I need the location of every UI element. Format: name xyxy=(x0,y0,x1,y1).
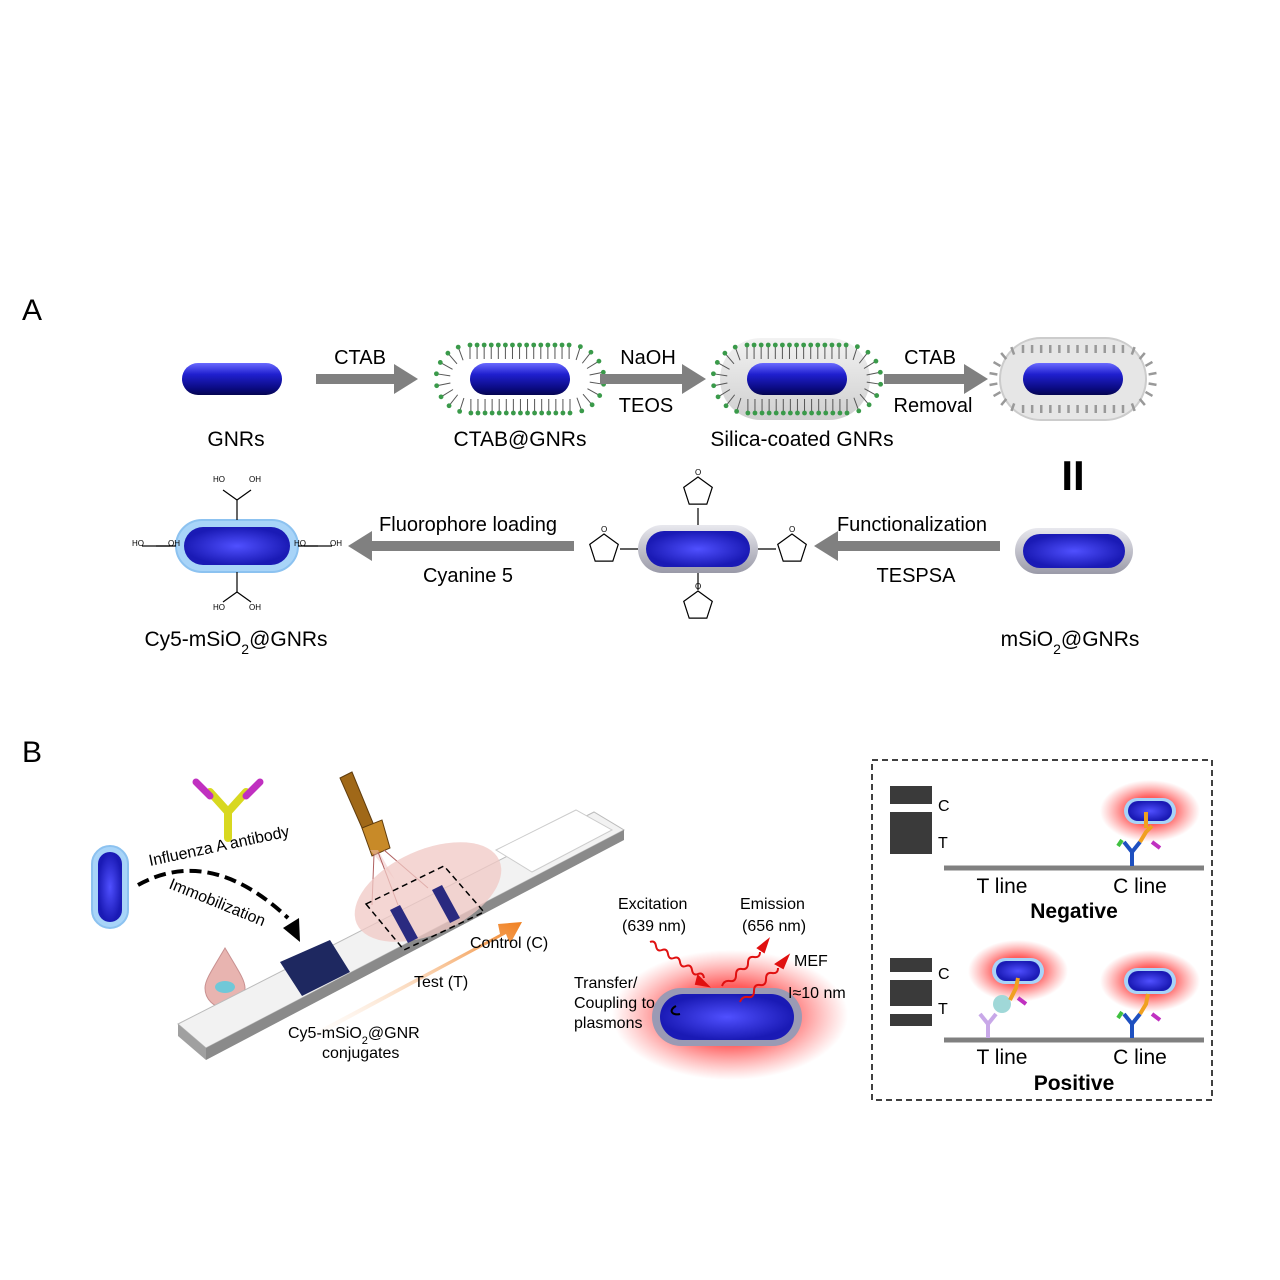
negative-gnr-complex xyxy=(1100,780,1200,866)
transfer-label-1: Transfer/ xyxy=(574,975,638,992)
results-box xyxy=(871,759,1213,1101)
svg-text:HO: HO xyxy=(213,603,225,612)
panel-b-label: B xyxy=(22,736,42,769)
svg-text:O: O xyxy=(601,525,607,534)
step5-top: Fluorophore loading xyxy=(379,514,557,536)
panel-a-label: A xyxy=(22,294,42,327)
step2-top: NaOH xyxy=(620,347,676,369)
svg-text:OH: OH xyxy=(168,539,180,548)
immobilization-arrow xyxy=(137,868,300,942)
negative-label: Negative xyxy=(1030,900,1118,923)
msio2-gnr xyxy=(1015,528,1133,574)
functionalized-gnr: O O O O xyxy=(589,468,807,619)
svg-text:O: O xyxy=(695,468,701,477)
step2-bottom: TEOS xyxy=(619,395,673,417)
negative-strip-icon xyxy=(890,786,932,854)
control-label: Control (C) xyxy=(470,935,548,952)
mesoporous-gnr-large xyxy=(989,337,1157,421)
excitation-wave xyxy=(649,940,711,988)
arrow-naoh-teos xyxy=(600,364,706,394)
sample-droplet xyxy=(204,947,246,1009)
transfer-label-2: Coupling to xyxy=(574,995,655,1012)
negative-c-line-label: C line xyxy=(1113,875,1167,898)
step5-bottom: Cyanine 5 xyxy=(423,565,513,587)
svg-text:HO: HO xyxy=(132,539,144,548)
conjugate-label-2: conjugates xyxy=(322,1045,399,1062)
transfer-label-3: plasmons xyxy=(574,1015,642,1032)
equals-sign: II xyxy=(1061,452,1084,499)
cy5-gnrs-label: Cy5-mSiO2@GNRs xyxy=(144,628,327,657)
distance-label: I≈10 nm xyxy=(788,985,846,1002)
test-strip xyxy=(177,809,626,1060)
svg-text:OH: OH xyxy=(249,475,261,484)
negative-t-line-label: T line xyxy=(977,875,1028,898)
mef-label: MEF xyxy=(794,953,828,970)
negative-c-label: C xyxy=(938,798,950,815)
svg-text:O: O xyxy=(695,582,701,591)
positive-t-complex xyxy=(968,940,1068,1038)
excitation-nm-label: (639 nm) xyxy=(622,918,686,935)
positive-label: Positive xyxy=(1034,1072,1115,1095)
positive-t-label: T xyxy=(938,1001,948,1018)
gnr-rod xyxy=(182,363,282,395)
silica-gnrs-label: Silica-coated GNRs xyxy=(710,428,893,451)
emission-label: Emission xyxy=(740,896,805,913)
antibody-label: Influenza A antibody xyxy=(147,824,291,870)
test-label: Test (T) xyxy=(414,974,468,991)
flashlight-icon xyxy=(339,771,429,906)
svg-text:O: O xyxy=(789,525,795,534)
positive-t-line-label: T line xyxy=(977,1046,1028,1069)
arrow-functionalization xyxy=(814,531,1000,561)
excitation-label: Excitation xyxy=(618,896,687,913)
svg-text:OH: OH xyxy=(249,603,261,612)
gnrs-label: GNRs xyxy=(207,428,264,451)
ctab-gnr xyxy=(434,342,606,416)
step1-top: CTAB xyxy=(334,347,386,369)
silica-coated-gnr xyxy=(711,338,883,420)
positive-strip-icon xyxy=(890,958,932,1026)
arrow-ctab-removal xyxy=(884,364,988,394)
emission-wave xyxy=(721,937,771,987)
arrow-fluorophore-loading xyxy=(348,531,574,561)
emission-nm-label: (656 nm) xyxy=(742,918,806,935)
svg-text:HO: HO xyxy=(213,475,225,484)
step3-bottom: Removal xyxy=(894,395,973,417)
svg-text:OH: OH xyxy=(330,539,342,548)
step4-bottom: TESPSA xyxy=(877,565,957,587)
step4-top: Functionalization xyxy=(837,514,987,536)
immobilization-label: Immobilization xyxy=(167,876,268,930)
antibody-icon xyxy=(192,778,264,842)
arrow-ctab xyxy=(316,364,418,394)
positive-c-label: C xyxy=(938,966,950,983)
negative-t-label: T xyxy=(938,835,948,852)
conjugate-label-1: Cy5-mSiO2@GNR xyxy=(288,1025,420,1047)
mef-wave xyxy=(739,953,791,1003)
svg-text:HO: HO xyxy=(294,539,306,548)
step3-top: CTAB xyxy=(904,347,956,369)
ctab-gnrs-label: CTAB@GNRs xyxy=(454,428,587,451)
mef-gnr xyxy=(612,950,848,1080)
positive-c-complex xyxy=(1100,950,1200,1038)
msio2-gnrs-label: mSiO2@GNRs xyxy=(1001,628,1140,657)
vertical-gnr xyxy=(91,845,129,929)
positive-c-line-label: C line xyxy=(1113,1046,1167,1069)
cy5-gnr: HO OH HO OH HO OH HO OH xyxy=(132,475,342,612)
